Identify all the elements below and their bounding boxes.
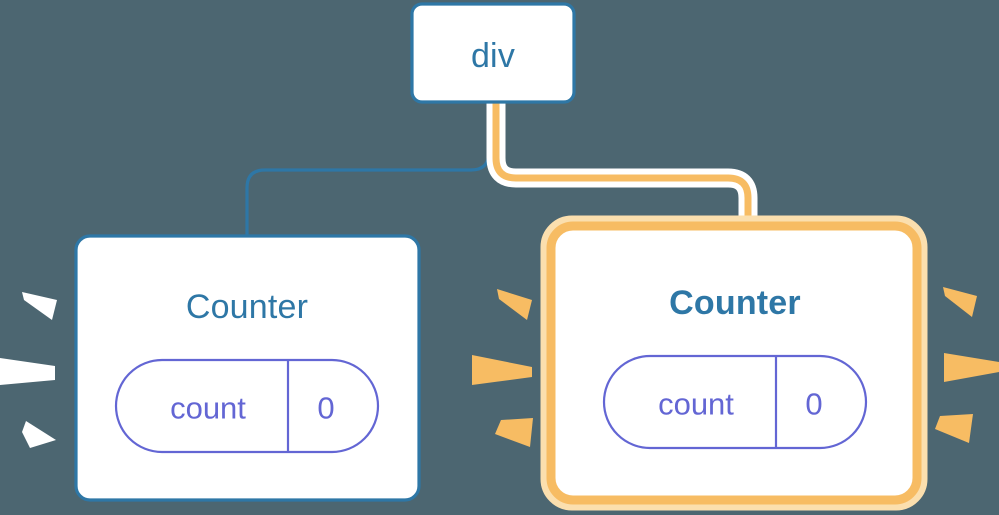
sparkle-ray-icon [0, 358, 55, 385]
counter-right-state-value: 0 [805, 387, 822, 422]
sparkle-ray-icon [495, 418, 533, 447]
counter-right-highlight-glow [540, 215, 928, 511]
sparkle-ray-icon [472, 355, 532, 385]
counter-right-state-pill: count 0 [602, 354, 868, 450]
div-node-box[interactable] [410, 2, 576, 104]
edge-div-to-counter-right [492, 100, 752, 246]
sparkle-ray-icon [22, 292, 57, 320]
sparkle-group-left-counter-left [0, 292, 57, 448]
sparkle-ray-icon [22, 421, 56, 448]
counter-left-state-pill: count 0 [114, 358, 380, 454]
counter-right-state-key: count [658, 387, 734, 422]
state-pill-outline [602, 354, 868, 450]
edge-div-to-counter-left [245, 101, 491, 238]
counter-left-state-key: count [170, 391, 246, 426]
sparkle-group-right [935, 287, 999, 443]
counter-right-title: Counter [669, 284, 801, 322]
counter-left-state-value: 0 [317, 391, 334, 426]
node-counter-right[interactable]: Counter count 0 [540, 215, 928, 511]
sparkle-group-center [472, 289, 533, 447]
counter-left-title: Counter [186, 288, 308, 326]
div-node-label: div [471, 37, 515, 75]
sparkle-ray-icon [943, 287, 977, 317]
sparkle-ray-icon [935, 414, 973, 443]
state-pill-outline [114, 358, 380, 454]
sparkle-ray-icon [497, 289, 532, 320]
node-counter-left[interactable]: Counter count 0 [74, 234, 421, 502]
node-div[interactable]: div [410, 2, 576, 104]
sparkle-ray-icon [944, 353, 999, 382]
